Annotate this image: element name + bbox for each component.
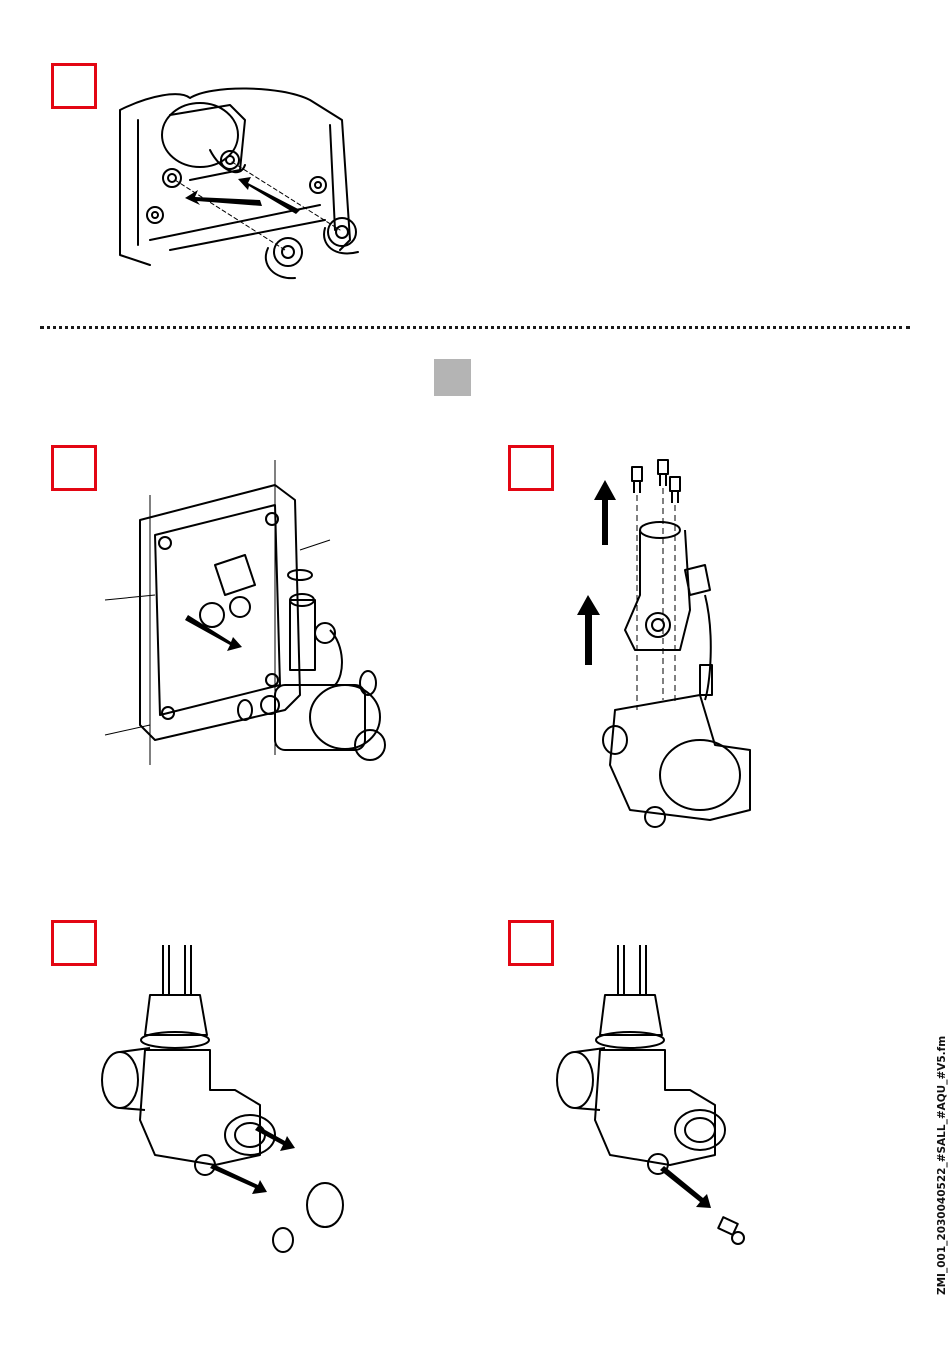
- step-5-illustration: [550, 940, 770, 1260]
- section-marker: [434, 359, 471, 396]
- step-3-illustration: [570, 455, 760, 835]
- step-5-marker: [508, 920, 554, 966]
- step-4-marker: [51, 920, 97, 966]
- step-3-marker: [508, 445, 554, 491]
- step-2-illustration: [100, 455, 400, 775]
- step-2-marker: [51, 445, 97, 491]
- step-1-illustration: [110, 80, 380, 280]
- document-file-reference: ZMI_001_2030040522_#SALL_#AQU_#V5.fm: [936, 1036, 948, 1295]
- section-divider: [40, 326, 910, 329]
- step-1-marker: [51, 63, 97, 109]
- step-4-illustration: [95, 940, 365, 1260]
